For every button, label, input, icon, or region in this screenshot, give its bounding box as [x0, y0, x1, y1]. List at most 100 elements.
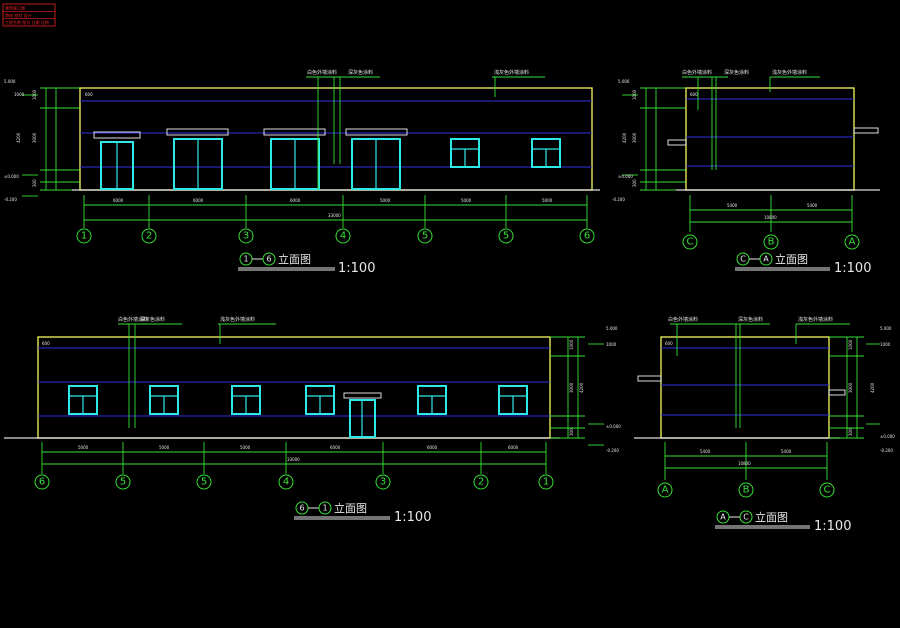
- elevation-6-1[interactable]: 600: [4, 316, 621, 525]
- svg-text:B: B: [768, 237, 775, 248]
- dim-mark-c: 3000: [32, 132, 37, 143]
- axis-bubble: [375, 474, 391, 490]
- svg-text:深灰色涂料: 深灰色涂料: [140, 316, 165, 323]
- note-dark-grey-paint: 深灰色涂料: [348, 69, 373, 76]
- svg-text:4200: 4200: [870, 382, 875, 393]
- svg-text:6000: 6000: [330, 445, 341, 450]
- dimension-chain-bottom: 5400 5400 10800: [664, 442, 828, 480]
- drawing-title: 立面图: [775, 252, 808, 266]
- svg-text:600: 600: [42, 341, 50, 346]
- svg-text:600: 600: [690, 92, 698, 97]
- building-outline: [660, 336, 830, 439]
- svg-text:B: B: [743, 485, 750, 496]
- note-white-paint: 白色外墙涂料: [307, 69, 337, 76]
- dim-mark-b: 1000: [32, 89, 37, 100]
- title-block-frame: [2, 3, 56, 27]
- svg-text:3: 3: [380, 477, 386, 488]
- axis-bubble: [335, 228, 351, 244]
- axis-bubble: [115, 474, 131, 490]
- svg-text:白色外墙涂料: 白色外墙涂料: [682, 69, 712, 76]
- svg-text:300: 300: [569, 428, 574, 436]
- svg-text:6: 6: [299, 504, 304, 513]
- drawing-scale: 1:100: [394, 510, 431, 525]
- svg-text:6: 6: [266, 255, 271, 264]
- building-outline: [685, 87, 855, 191]
- svg-text:1: 1: [322, 504, 327, 513]
- level-mark-top: 5.000: [880, 326, 892, 331]
- level-mark-zero: ±0.000: [880, 434, 895, 439]
- svg-text:1000: 1000: [632, 89, 637, 100]
- svg-text:浅灰色外墙涂料: 浅灰色外墙涂料: [220, 316, 255, 323]
- svg-text:1000: 1000: [848, 339, 853, 350]
- annotation-leaders: 白色外墙涂料 深灰色涂料 浅灰色外墙涂料: [306, 69, 545, 190]
- svg-text:1: 1: [543, 477, 549, 488]
- axis-bubble: [763, 234, 779, 250]
- axis-bubble: [682, 234, 698, 250]
- svg-text:1000: 1000: [569, 339, 574, 350]
- svg-text:5400: 5400: [727, 203, 738, 208]
- level-mark-zero: ±0.000: [4, 174, 19, 179]
- svg-text:1000: 1000: [880, 342, 891, 347]
- axis-bubble: [657, 482, 673, 498]
- axis-bubbles: C B A: [682, 234, 860, 250]
- svg-text:6: 6: [39, 477, 45, 488]
- door-group: [343, 392, 382, 438]
- svg-text:600: 600: [665, 341, 673, 346]
- svg-text:5: 5: [120, 477, 126, 488]
- level-mark-zero: ±0.000: [618, 174, 633, 179]
- canopy-profile-right: [828, 389, 846, 396]
- drawing-label: 1 6 立面图 1:100: [238, 252, 375, 276]
- level-mark-ground: -0.200: [612, 197, 625, 202]
- drawing-label: C A 立面图 1:100: [735, 252, 871, 276]
- axis-label: 3: [243, 231, 249, 242]
- svg-text:5400: 5400: [700, 449, 711, 454]
- svg-text:5000: 5000: [240, 445, 251, 450]
- svg-text:A: A: [763, 255, 769, 264]
- elevation-1-6[interactable]: 5.000 ±0.000 -0.200 1000 1000 3000 4200 …: [4, 69, 600, 276]
- svg-text:6000: 6000: [508, 445, 519, 450]
- svg-text:1: 1: [243, 255, 248, 264]
- elevation-a-c[interactable]: 600 5.000 ±0.000 -0.200 1000 3000 4200 3…: [634, 316, 895, 534]
- svg-text:300: 300: [848, 428, 853, 436]
- canopy-profile-left: [667, 139, 687, 146]
- drawing-title: 立面图: [334, 501, 367, 515]
- axis-label: 5: [503, 231, 509, 242]
- axis-bubble: [473, 474, 489, 490]
- level-mark-top: 5.000: [4, 79, 16, 84]
- level-mark-ground: -0.200: [880, 448, 893, 453]
- svg-text:A: A: [662, 485, 669, 496]
- axis-label: 5: [422, 231, 428, 242]
- drawing-scale: 1:100: [834, 261, 871, 276]
- svg-text:浅灰色外墙涂料: 浅灰色外墙涂料: [798, 316, 833, 323]
- total-dim: 33000: [328, 213, 341, 218]
- bay-dim-1: 6000: [113, 198, 124, 203]
- drawing-scale: 1:100: [338, 261, 375, 276]
- svg-text:10800: 10800: [738, 461, 751, 466]
- axis-bubble: [238, 228, 254, 244]
- svg-text:A: A: [849, 237, 856, 248]
- level-chain-right: 5.000 ±0.000 -0.200 1000 3000 4200 300 1…: [550, 326, 621, 453]
- svg-text:5000: 5000: [159, 445, 170, 450]
- window-group: [450, 138, 561, 168]
- dim-mark-d: 4200: [16, 132, 21, 143]
- axis-bubble: [538, 474, 554, 490]
- svg-text:5000: 5000: [78, 445, 89, 450]
- axis-bubble: [278, 474, 294, 490]
- svg-text:5400: 5400: [781, 449, 792, 454]
- svg-text:33000: 33000: [287, 457, 300, 462]
- elevation-c-a[interactable]: 5.000 ±0.000 -0.200 1000 3000 4200 300 6…: [612, 69, 880, 276]
- window-group: [68, 385, 528, 415]
- axis-bubble: [819, 482, 835, 498]
- axis-bubble: [579, 228, 595, 244]
- svg-text:C: C: [743, 513, 749, 522]
- title-block: 建筑施工图 审核 校对 设计 工程名称 图号 日期 比例: [2, 3, 56, 27]
- svg-text:10800: 10800: [764, 215, 777, 220]
- bay-dim-4: 5000: [380, 198, 391, 203]
- level-mark-top: 5.000: [606, 326, 618, 331]
- level-chain-left: 5.000 ±0.000 -0.200 1000 1000 3000 4200 …: [4, 79, 80, 202]
- axis-bubble: [844, 234, 860, 250]
- svg-text:4: 4: [283, 477, 289, 488]
- axis-bubble: [498, 228, 514, 244]
- bay-dim-3: 6000: [290, 198, 301, 203]
